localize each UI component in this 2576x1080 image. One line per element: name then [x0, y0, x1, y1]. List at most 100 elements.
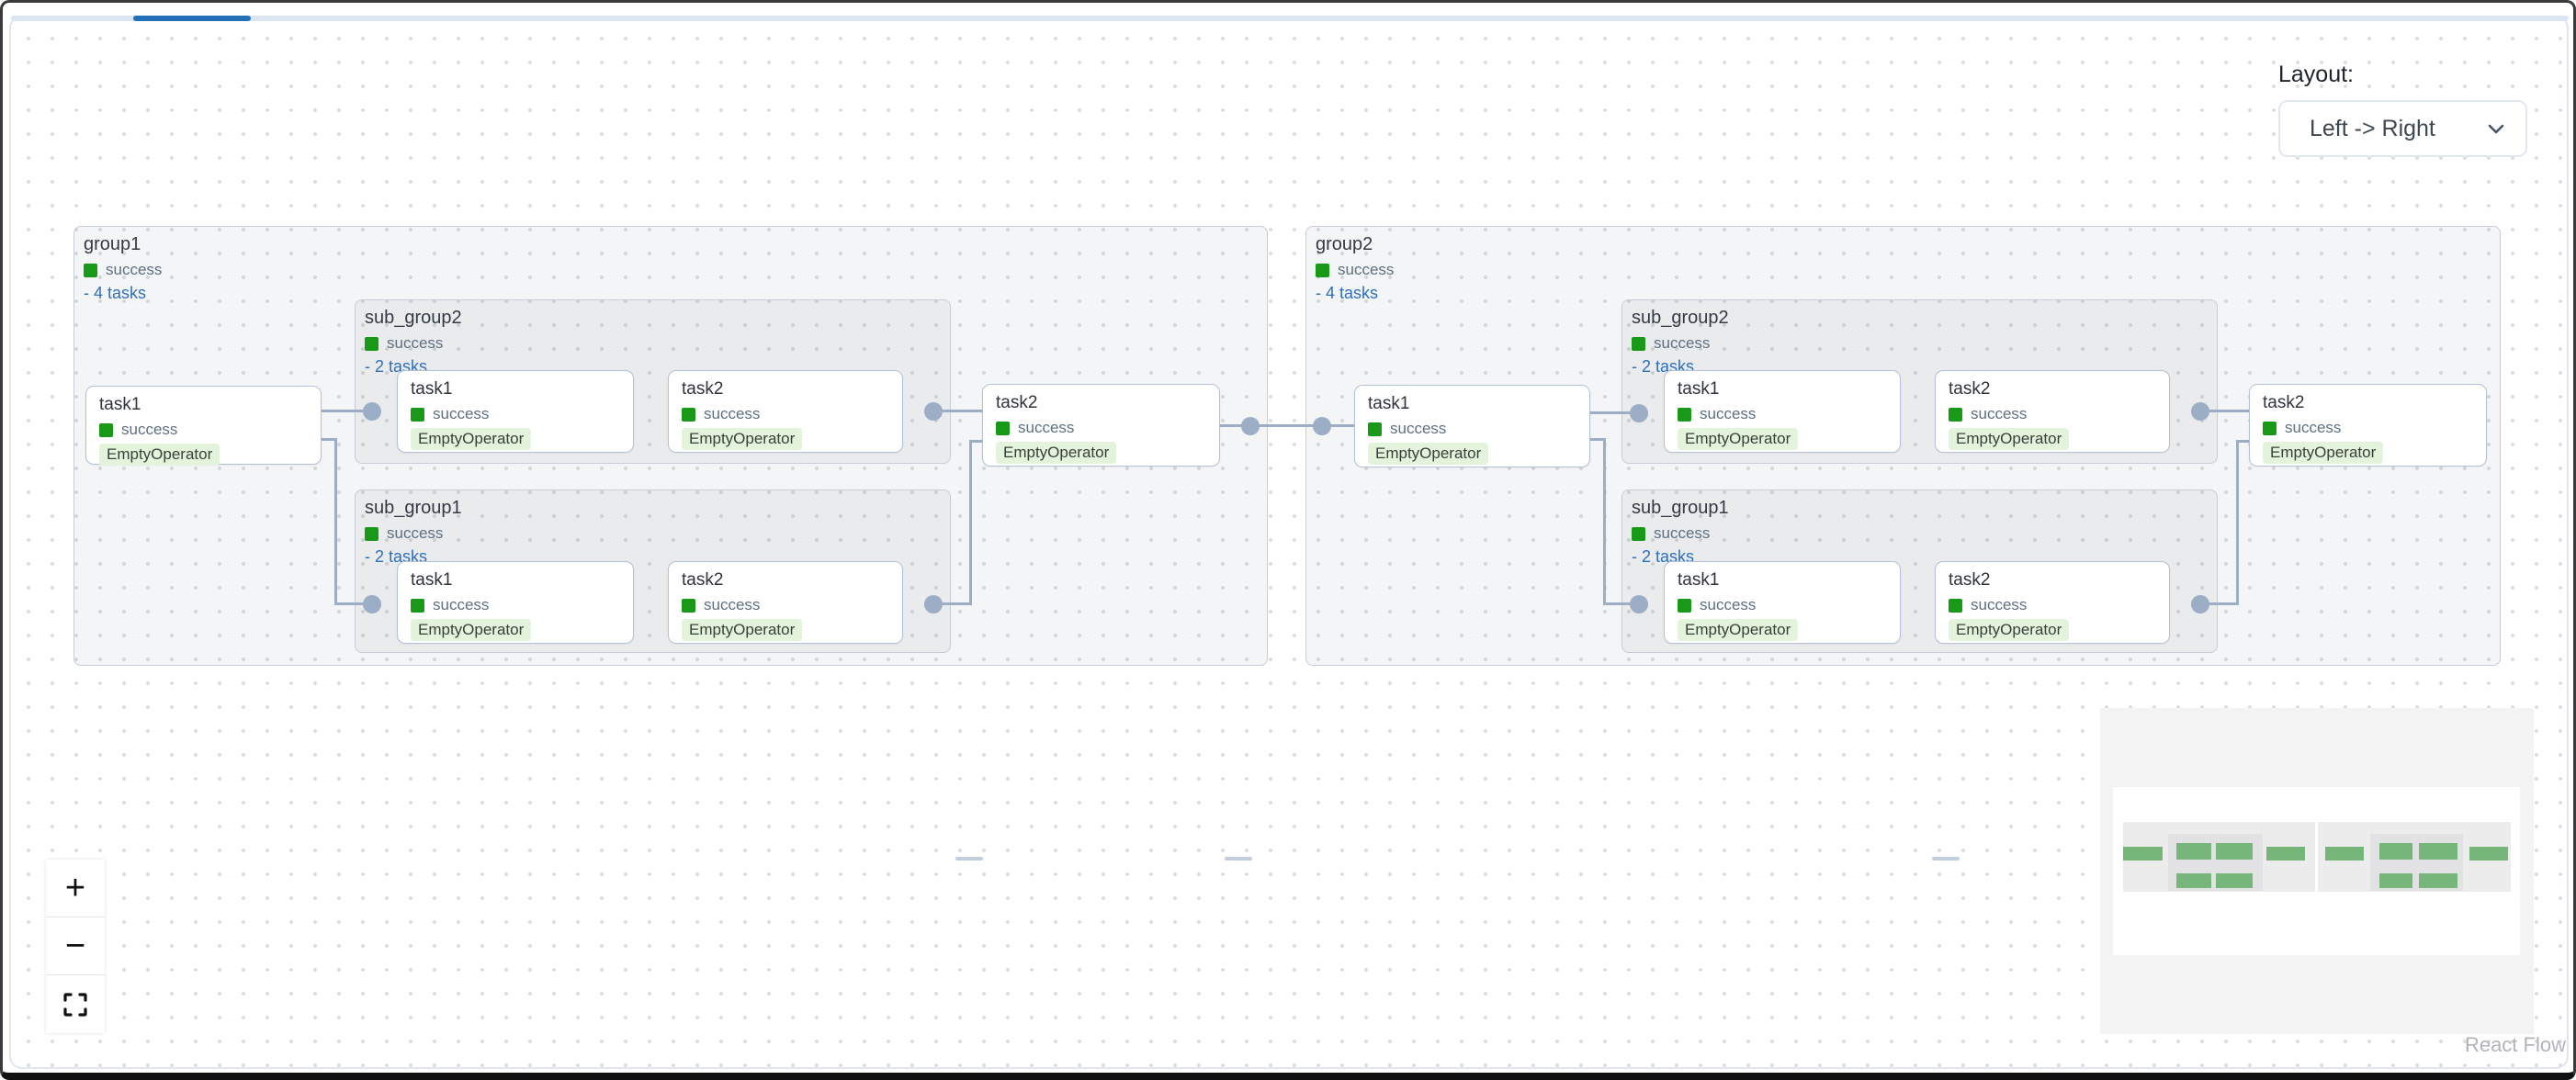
minimap-node: [2325, 847, 2364, 861]
edge-handle: [924, 402, 943, 421]
task-node-g1-sg1-task1[interactable]: task1 success EmptyOperator: [397, 561, 634, 644]
task-node-g1-task2[interactable]: task2 success EmptyOperator: [982, 384, 1220, 467]
status-label: success: [1971, 596, 2028, 613]
layout-select[interactable]: Left -> Right: [2278, 100, 2527, 157]
status-row: success: [99, 421, 308, 439]
task-title: task1: [1678, 570, 1720, 590]
operator-pill: EmptyOperator: [1949, 428, 2070, 450]
operator-pill: EmptyOperator: [1678, 619, 1799, 641]
status-row: success: [84, 261, 162, 279]
status-label: success: [1700, 405, 1757, 422]
success-status-icon: [1316, 263, 1329, 277]
group-header-sub_group2-1: sub_group2 success - 2 tasks: [365, 308, 462, 377]
fit-view-icon: [62, 992, 88, 1018]
success-status-icon: [1368, 422, 1382, 436]
success-status-icon: [996, 421, 1010, 435]
chevron-down-icon: [2485, 118, 2507, 140]
zoom-in-button[interactable]: +: [46, 860, 105, 917]
status-row: success: [682, 596, 889, 614]
task-node-g2-task2[interactable]: task2 success EmptyOperator: [2249, 384, 2487, 467]
edge-segment: [334, 602, 372, 605]
success-status-icon: [1632, 526, 1645, 541]
edge-segment: [322, 438, 337, 441]
edge-handle: [363, 595, 381, 613]
status-label: success: [704, 405, 761, 422]
edge-segment: [1590, 438, 1606, 441]
minimap-node: [2176, 873, 2211, 888]
collapse-tasks-link[interactable]: - 4 tasks: [84, 284, 147, 302]
task-node-g2-sg2-task2[interactable]: task2 success EmptyOperator: [1935, 370, 2170, 453]
task-title: task2: [682, 570, 724, 590]
status-row: success: [1368, 420, 1576, 438]
success-status-icon: [1949, 598, 1962, 613]
zoom-out-button[interactable]: −: [46, 917, 105, 975]
operator-pill: EmptyOperator: [411, 428, 532, 450]
task-title: task2: [996, 393, 1038, 412]
fit-view-button[interactable]: [46, 975, 105, 1033]
success-status-icon: [1678, 407, 1691, 422]
task-node-g2-sg1-task2[interactable]: task2 success EmptyOperator: [1935, 561, 2170, 644]
status-row: success: [365, 524, 462, 543]
operator-pill: EmptyOperator: [99, 444, 220, 466]
edge-stub: [955, 857, 983, 861]
collapse-tasks-link[interactable]: - 4 tasks: [1316, 284, 1379, 302]
success-status-icon: [84, 263, 97, 277]
task-title: task2: [682, 379, 724, 399]
task-node-g2-task1[interactable]: task1 success EmptyOperator: [1354, 385, 1590, 467]
task-node-g2-sg2-task1[interactable]: task1 success EmptyOperator: [1664, 370, 1901, 453]
edge-handle: [924, 595, 943, 613]
group-title: group2: [1316, 234, 1373, 254]
status-row: success: [1949, 405, 2156, 423]
status-row: success: [1678, 596, 1887, 614]
status-row: success: [1632, 524, 1729, 543]
status-label: success: [2285, 419, 2342, 436]
status-label: success: [121, 421, 178, 438]
status-label: success: [433, 596, 490, 613]
status-label: success: [433, 405, 490, 422]
react-flow-attribution[interactable]: React Flow: [2464, 1033, 2566, 1056]
edge-segment: [2200, 410, 2249, 412]
edge-handle: [2191, 595, 2209, 613]
edge-segment: [933, 602, 972, 605]
plus-icon: +: [64, 868, 86, 907]
task-node-g1-sg1-task2[interactable]: task2 success EmptyOperator: [668, 561, 903, 644]
minimap-node: [2419, 873, 2457, 888]
task-node-g2-sg1-task1[interactable]: task1 success EmptyOperator: [1664, 561, 1901, 644]
success-status-icon: [1678, 598, 1691, 613]
group-title: sub_group1: [1632, 498, 1729, 518]
task-node-g1-task1[interactable]: task1 success EmptyOperator: [85, 386, 322, 466]
edge-handle: [1241, 417, 1260, 435]
layout-select-value: Left -> Right: [2310, 115, 2435, 141]
minimap-node: [2379, 843, 2412, 860]
status-row: success: [411, 405, 620, 423]
task-title: task1: [99, 395, 141, 414]
edge-handle: [363, 402, 381, 421]
status-row: success: [365, 334, 462, 353]
status-label: success: [1338, 261, 1395, 278]
status-label: success: [1700, 596, 1757, 613]
operator-pill: EmptyOperator: [996, 442, 1117, 464]
operator-pill: EmptyOperator: [682, 428, 803, 450]
horizontal-scrollbar-thumb[interactable]: [133, 16, 251, 21]
edge-segment: [334, 438, 337, 604]
success-status-icon: [411, 407, 424, 422]
status-row: success: [682, 405, 889, 423]
layout-label: Layout:: [2278, 62, 2355, 87]
minimap-node: [2216, 873, 2253, 888]
status-label: success: [106, 261, 163, 278]
minimap-node: [2379, 873, 2412, 888]
minimap[interactable]: [2100, 708, 2534, 1034]
task-title: task1: [1368, 394, 1410, 413]
success-status-icon: [365, 336, 378, 351]
task-node-g1-sg2-task1[interactable]: task1 success EmptyOperator: [397, 370, 634, 453]
minimap-node: [2123, 847, 2163, 861]
success-status-icon: [411, 598, 424, 613]
edge-stub: [1225, 857, 1252, 861]
flow-canvas[interactable]: [9, 16, 2569, 1069]
operator-pill: EmptyOperator: [682, 619, 803, 641]
task-node-g1-sg2-task2[interactable]: task2 success EmptyOperator: [668, 370, 903, 453]
task-title: task2: [1949, 570, 1991, 590]
edge-handle: [2191, 402, 2209, 421]
status-row: success: [1632, 334, 1729, 353]
flow-controls: + −: [46, 860, 105, 1033]
